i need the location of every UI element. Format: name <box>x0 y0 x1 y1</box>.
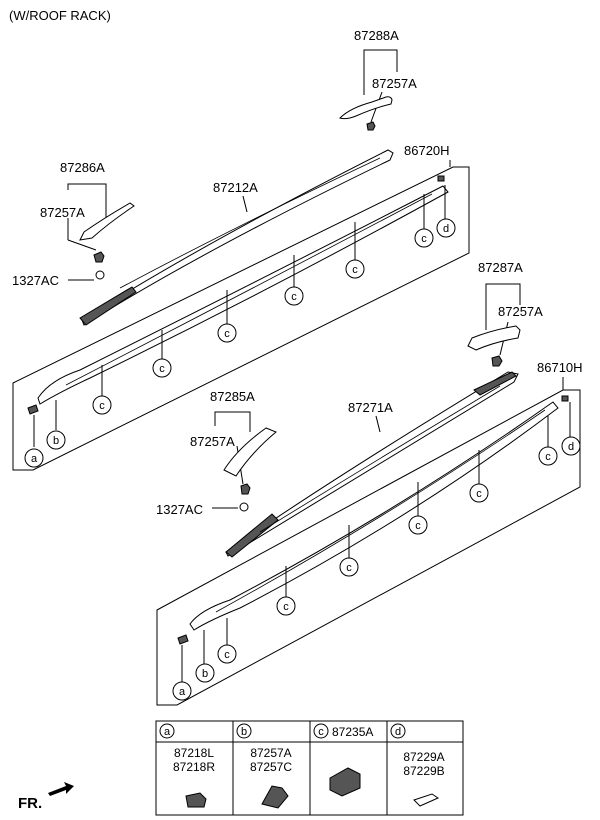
svg-text:c: c <box>545 451 551 463</box>
callout-c-lower-6: c <box>538 446 558 466</box>
clip-left <box>93 251 105 263</box>
label-87257A-mid: 87257A <box>190 434 235 449</box>
label-87257A-top: 87257A <box>372 76 417 91</box>
clip-right <box>491 355 503 367</box>
rail-end-d <box>437 175 445 182</box>
legend-col-d: d 87229A 87229B <box>390 723 445 807</box>
svg-text:c: c <box>291 291 297 303</box>
legend-b-part-1: 87257A <box>250 746 291 760</box>
legend-b-part-2: 87257C <box>250 760 292 774</box>
rail-end-d-lower <box>561 395 569 402</box>
roof-rack-note: (W/ROOF RACK) <box>9 8 111 23</box>
legend-c-part-1: 87235A <box>332 725 373 739</box>
svg-text:b: b <box>202 668 208 680</box>
legend-col-b: b 87257A 87257C <box>236 723 292 809</box>
label-86720H: 86720H <box>404 143 450 158</box>
clip-87257-icon <box>261 785 289 809</box>
svg-text:c: c <box>224 649 230 661</box>
svg-text:b: b <box>241 726 247 738</box>
front-arrow-icon <box>48 782 74 796</box>
upper-assembly-frame <box>12 166 470 471</box>
legend-d-part-2: 87229B <box>403 764 444 778</box>
clip-mid <box>240 483 251 495</box>
callout-c-upper-2: c <box>152 358 172 378</box>
callout-c-lower-5: c <box>469 483 489 503</box>
svg-text:c: c <box>421 233 427 245</box>
svg-text:c: c <box>352 264 358 276</box>
roof-rail-87271A <box>225 371 519 557</box>
legend-table: a 87218L 87218R b 87257A 87257C c 87235A… <box>155 720 464 816</box>
legend-col-c: c 87235A <box>313 723 373 797</box>
label-87257A-left: 87257A <box>40 205 85 220</box>
legend-a-part-1: 87218L <box>174 746 214 760</box>
clip-87235A-icon <box>329 767 361 797</box>
label-87271A: 87271A <box>348 400 393 415</box>
svg-text:a: a <box>179 686 186 698</box>
callout-c-upper-5: c <box>345 259 365 279</box>
callout-d-lower: d <box>561 436 581 456</box>
callout-a-lower: a <box>172 681 192 701</box>
callout-c-upper-4: c <box>284 286 304 306</box>
svg-text:a: a <box>31 453 38 465</box>
callout-c-upper-3: c <box>217 323 237 343</box>
callout-c-lower-3: c <box>339 557 359 577</box>
label-86710H: 86710H <box>537 360 583 375</box>
legend-col-a: a 87218L 87218R <box>159 723 215 808</box>
svg-text:d: d <box>443 223 449 235</box>
rail-foot-87212A <box>79 286 137 326</box>
callout-b-upper: b <box>46 430 66 450</box>
label-87212A: 87212A <box>213 180 258 195</box>
label-87288A: 87288A <box>354 28 399 43</box>
callout-a-upper: a <box>24 448 44 468</box>
end-cap-87287A <box>467 325 521 351</box>
label-87285A: 87285A <box>210 389 255 404</box>
clip-top <box>366 121 376 131</box>
svg-text:c: c <box>224 328 230 340</box>
callout-c-upper-1: c <box>92 395 112 415</box>
callout-c-lower-1: c <box>217 644 237 664</box>
label-87257A-right: 87257A <box>498 304 543 319</box>
label-1327AC-bottom: 1327AC <box>156 502 203 517</box>
nut-1327AC-bottom <box>239 502 249 512</box>
end-cap-87285A <box>223 427 277 477</box>
svg-text:a: a <box>164 726 171 738</box>
svg-text:d: d <box>395 726 401 738</box>
rail-foot-87271A-rear <box>473 371 517 396</box>
lower-assembly: 87287A 87257A 86710H 87285A 87257A 87271… <box>156 260 583 706</box>
clip-87218-icon <box>185 792 207 808</box>
label-87287A: 87287A <box>478 260 523 275</box>
roof-rail-86720H <box>37 185 449 405</box>
label-87286A: 87286A <box>60 160 105 175</box>
end-cap-87288A <box>339 96 393 120</box>
nut-1327AC-top <box>95 270 105 280</box>
label-1327AC-top: 1327AC <box>12 273 59 288</box>
roof-rail-86710H <box>189 401 559 631</box>
svg-text:c: c <box>476 488 482 500</box>
rail-foot-87271A <box>225 513 279 558</box>
fr-label: FR. <box>18 795 42 812</box>
end-cap-87286A <box>79 202 135 241</box>
front-indicator: FR. <box>18 782 74 812</box>
svg-text:b: b <box>53 435 59 447</box>
callout-b-lower: b <box>195 663 215 683</box>
legend-d-part-1: 87229A <box>403 750 444 764</box>
callout-c-lower-2: c <box>276 596 296 616</box>
legend-a-part-2: 87218R <box>173 760 215 774</box>
svg-text:c: c <box>99 400 105 412</box>
callout-c-upper-6: c <box>414 228 434 248</box>
svg-text:c: c <box>159 363 165 375</box>
roof-rail-87212A <box>81 149 394 326</box>
svg-text:d: d <box>568 441 574 453</box>
upper-assembly: 87288A 87257A 86720H 87286A 87257A 87212… <box>12 28 470 471</box>
svg-text:c: c <box>283 601 289 613</box>
svg-text:c: c <box>318 726 324 738</box>
svg-text:c: c <box>346 562 352 574</box>
callout-c-lower-4: c <box>408 515 428 535</box>
clip-87229-icon <box>413 793 440 807</box>
callout-d-upper: d <box>436 218 456 238</box>
svg-text:c: c <box>415 520 421 532</box>
